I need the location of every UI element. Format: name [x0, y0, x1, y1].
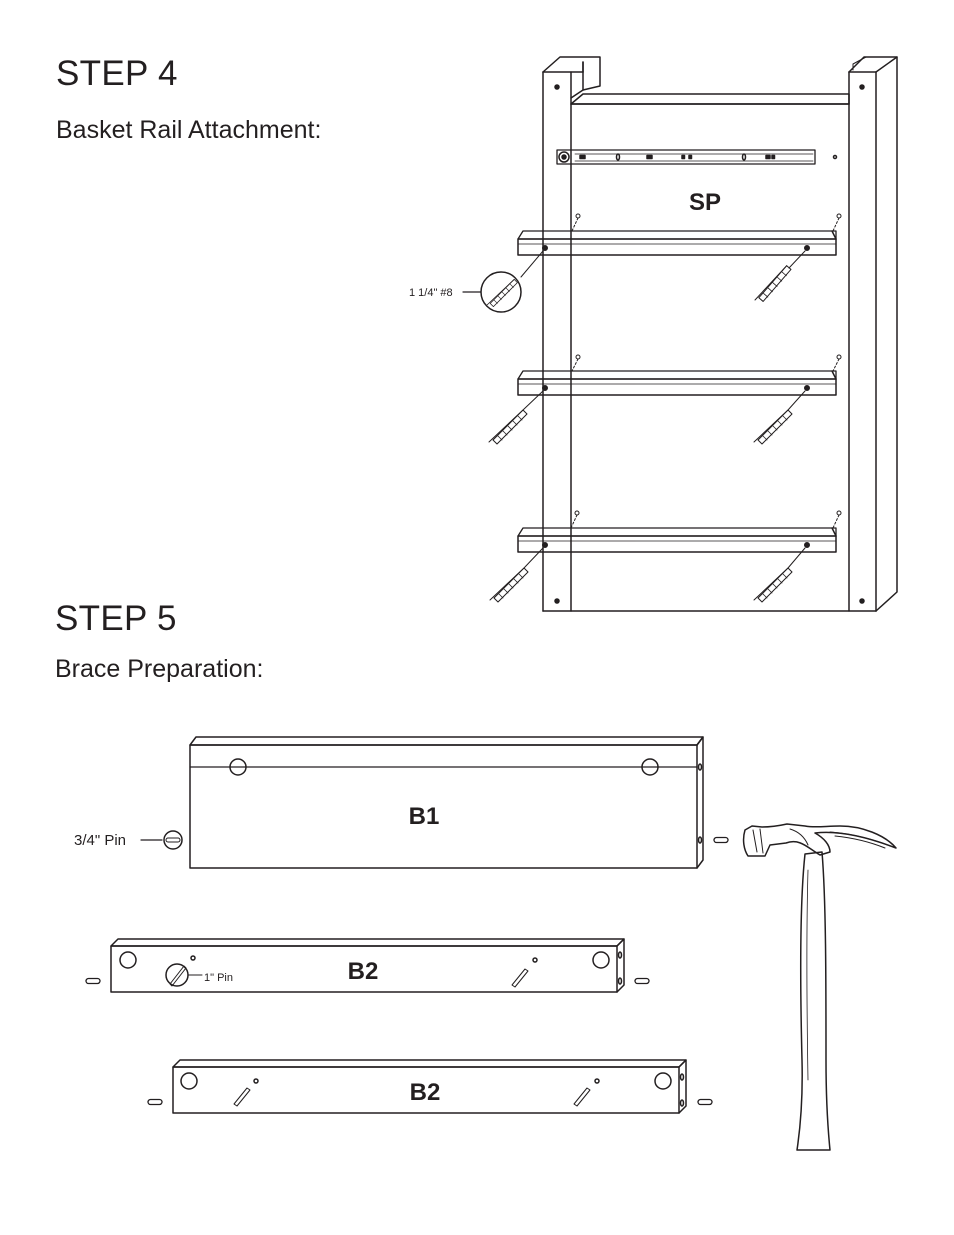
rail-screw-holes	[542, 213, 842, 548]
pin-icon	[634, 977, 650, 985]
step-5-title: STEP 5	[55, 599, 177, 638]
brace-b1-label: B1	[409, 803, 440, 830]
brace-b2-upper	[110, 938, 625, 993]
hammer-icon	[742, 823, 897, 1151]
pin-34-label: 3/4" Pin	[74, 832, 126, 849]
pin-34-callout	[140, 830, 183, 850]
screw-icon	[488, 250, 806, 603]
step-4-subtitle: Basket Rail Attachment:	[56, 116, 322, 144]
pin-icon	[147, 1098, 163, 1106]
pin-icon	[713, 836, 729, 844]
drawer-slide	[556, 149, 838, 165]
pin-1-label: 1" Pin	[204, 972, 233, 984]
basket-rail-middle	[517, 370, 837, 396]
side-panel-sp	[542, 56, 898, 612]
screw-callout	[462, 271, 522, 313]
step-5-subtitle: Brace Preparation:	[55, 655, 264, 683]
step-4-title: STEP 4	[56, 54, 178, 93]
brace-b1	[189, 736, 704, 869]
pin-icon	[85, 977, 101, 985]
brace-b2-lower	[172, 1059, 687, 1114]
brace-b2-lower-label: B2	[410, 1079, 441, 1106]
basket-rail-bottom	[517, 527, 837, 553]
screw-size-label: 1 1/4" #8	[409, 287, 453, 299]
pin-icon	[697, 1098, 713, 1106]
panel-label-sp: SP	[689, 189, 721, 216]
basket-rail-top	[517, 230, 837, 256]
brace-b2-upper-label: B2	[348, 958, 379, 985]
